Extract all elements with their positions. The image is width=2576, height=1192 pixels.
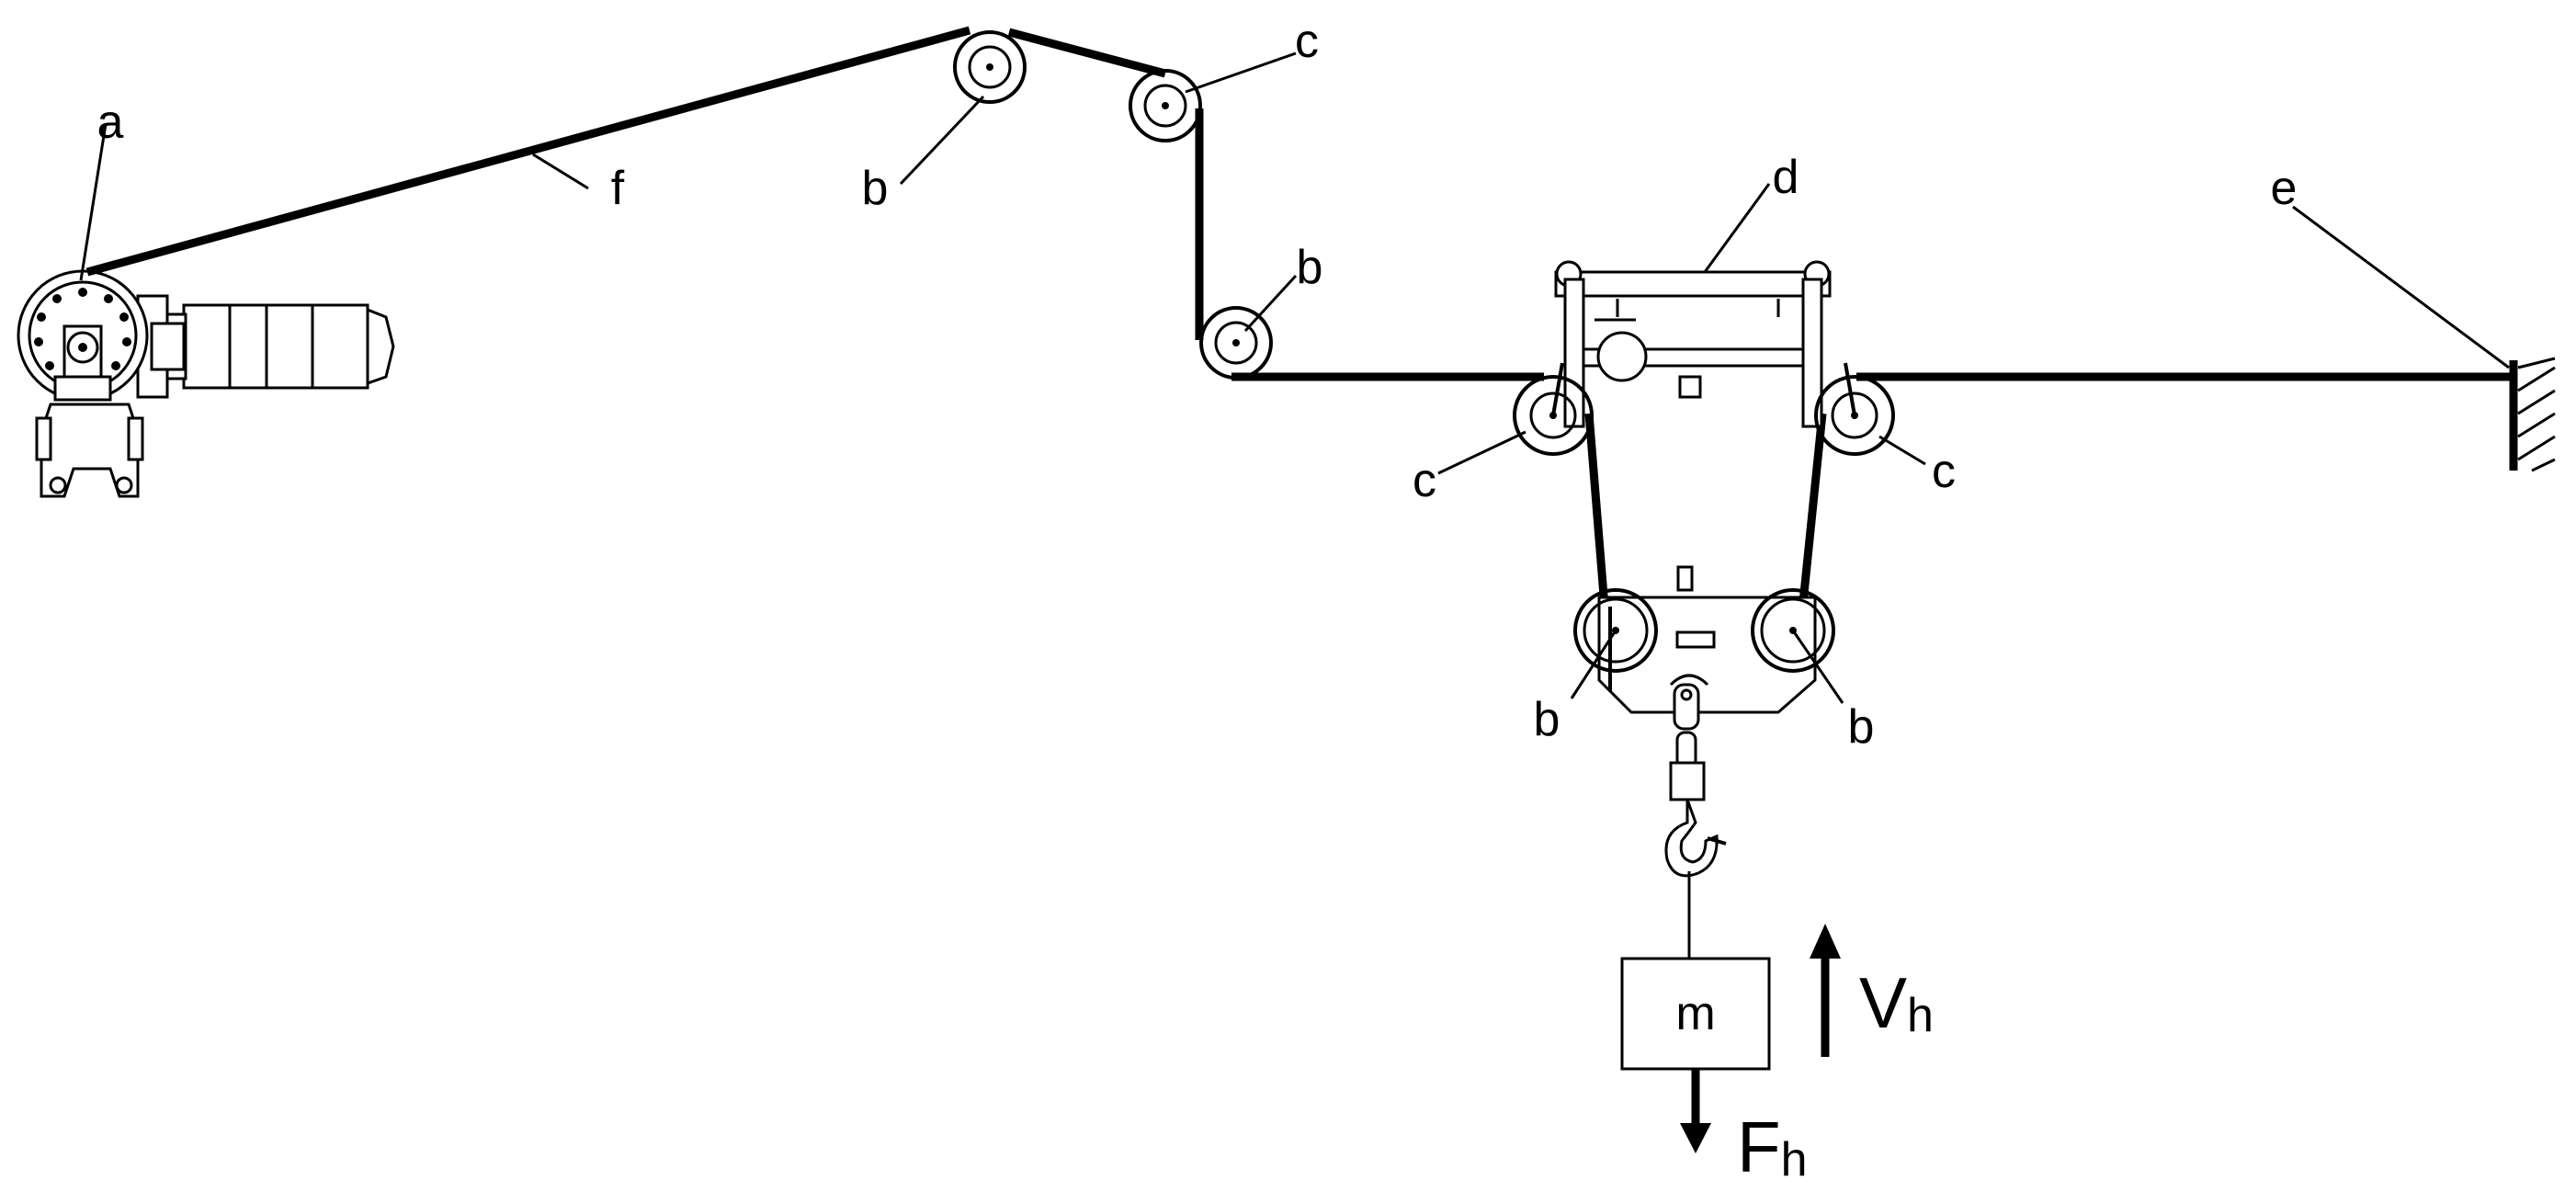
label-b-left: b: [1534, 693, 1560, 746]
label-f: f: [611, 162, 625, 215]
pulley-c-left: [1513, 362, 1594, 456]
fixed-anchor: [2509, 357, 2556, 472]
label-e: e: [2271, 162, 2298, 215]
label-c-left: c: [1413, 454, 1436, 507]
mass-box: [1620, 957, 1771, 1071]
label-b-top: b: [862, 162, 889, 215]
velocity-label: Vh: [1859, 962, 1934, 1043]
label-d: d: [1773, 151, 1799, 204]
pulley-c-right: [1814, 362, 1895, 456]
force-arrow: [1680, 1069, 1711, 1153]
label-b-mid: b: [1297, 241, 1323, 294]
pulley-b-top: [953, 30, 1027, 104]
label-b-right: b: [1848, 700, 1875, 754]
hook-block: [1573, 565, 1835, 714]
load-mass: m: [1620, 957, 1771, 1071]
label-c-top: c: [1295, 15, 1319, 68]
motor-end-cap: [366, 307, 395, 386]
mass-label: m: [1675, 987, 1715, 1040]
motor-body: [182, 303, 369, 390]
pulley-c-top: [1129, 69, 1202, 142]
label-c-right: c: [1932, 445, 1956, 498]
force-label: Fh: [1737, 1107, 1808, 1187]
wire-rope: [85, 26, 2514, 630]
leader-lines: [79, 51, 2510, 704]
pulley-b-right: [1751, 588, 1835, 673]
pulley-b-mid: [1199, 306, 1273, 380]
hook: [1664, 683, 1727, 959]
trolley-frame: [1554, 260, 1832, 428]
label-a: a: [97, 96, 124, 149]
winch-assembly: [17, 269, 395, 498]
velocity-arrow: [1810, 924, 1841, 1057]
pulley-b-left: [1573, 588, 1658, 691]
